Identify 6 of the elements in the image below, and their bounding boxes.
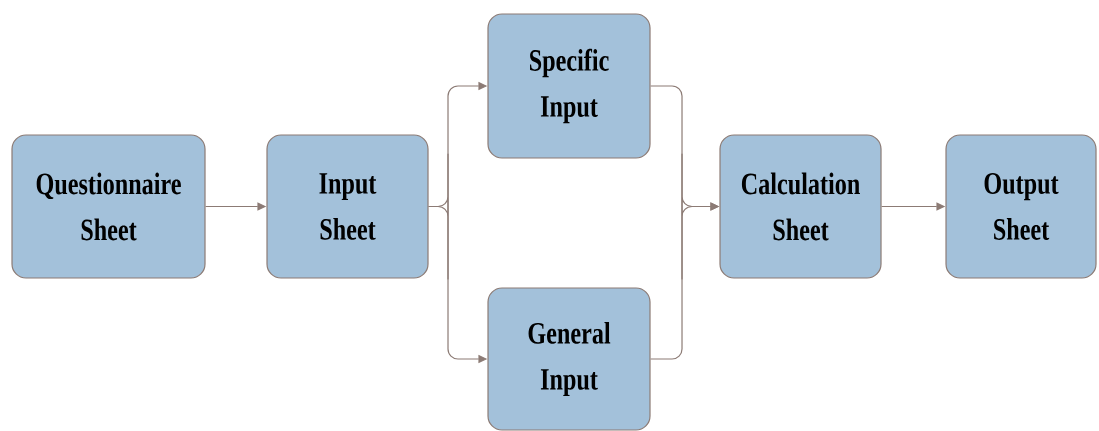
process-box: Calculation Sheet [719,134,882,279]
process-box: Specific Input [487,13,651,159]
process-box: Questionnaire Sheet [11,134,206,279]
process-box: Output Sheet [945,134,1097,279]
process-box: Input Sheet [266,134,429,279]
process-box: General Input [487,287,651,431]
